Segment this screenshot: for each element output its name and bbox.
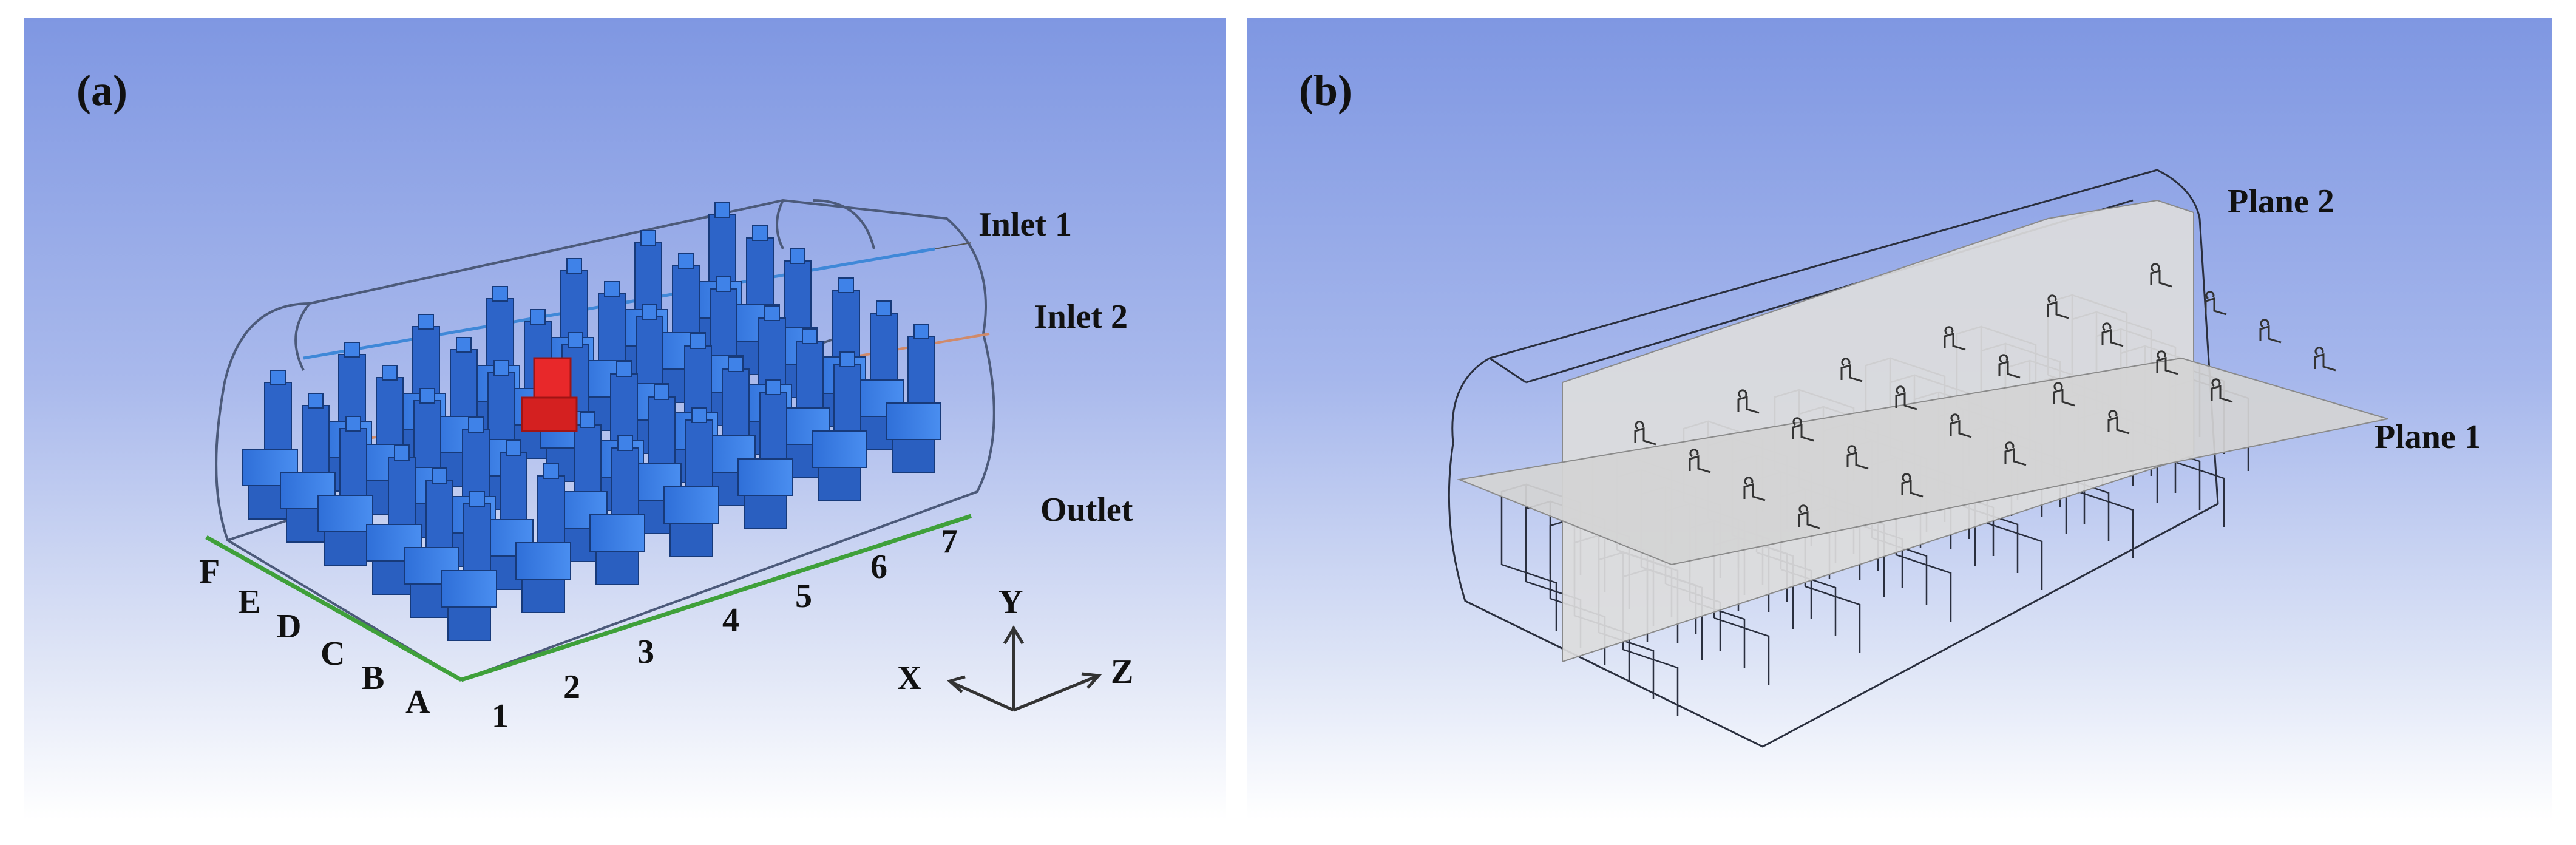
manikin-marker [2053,382,2075,407]
plane-1-surface [1457,357,2388,566]
row-label-d: D [277,608,302,645]
row-label-f: F [199,553,220,591]
plane-1-label: Plane 1 [2374,418,2481,456]
highlighted-seat [521,357,578,432]
inlet-1-label: Inlet 1 [978,206,1072,243]
manikin-marker [1689,449,1711,473]
coordinate-axes [946,625,1102,712]
axis-label-z: Z [1111,653,1134,691]
manikin-marker [1840,358,1863,382]
axis-label-x: X [897,659,922,697]
seat [737,379,793,529]
row-label-c: C [320,635,345,673]
axis-label-y: Y [998,583,1023,621]
seat-grid [242,202,941,641]
seat [515,463,571,613]
manikin-marker [2107,410,2130,435]
manikin-marker [1737,389,1760,414]
manikin-marker [1895,385,1917,410]
column-label-7: 7 [941,523,958,560]
column-label-5: 5 [795,577,812,615]
manikin-marker [1743,477,1766,501]
panel-b-tag: (b) [1299,66,1352,115]
seat [404,468,459,618]
outlet-strip-left [205,535,463,682]
row-label-e: E [238,583,261,621]
seat [812,351,867,501]
manikin-marker [2211,378,2233,403]
column-label-2: 2 [563,668,580,706]
column-label-1: 1 [492,697,509,735]
manikin-marker [2259,319,2282,344]
plane-2-label: Plane 2 [2228,183,2334,220]
column-label-6: 6 [870,548,887,586]
panel-a-cabin-model: (a) Inlet 1 Inlet 2 Outlet F E D C B A 1… [24,18,1226,820]
column-label-3: 3 [637,633,654,671]
manikin-marker [1998,354,2021,379]
manikin-marker [1950,413,1972,438]
manikin-marker [1798,504,1820,529]
manikin-marker [2150,263,2172,288]
seat [441,491,497,641]
column-label-4: 4 [722,602,739,639]
planes-drawing [1448,169,2388,748]
manikin-marker [2047,294,2069,319]
manikin-marker [2314,347,2336,372]
seat [317,416,373,566]
panel-b-measurement-planes: (b) Plane 2 Plane 1 [1247,18,2552,820]
manikin-marker [1944,326,1966,351]
manikin-marker [2004,441,2027,466]
manikin-marker [2156,350,2178,375]
seat [663,407,719,557]
row-label-a: A [405,684,430,721]
outlet-label: Outlet [1040,491,1133,529]
seat [886,324,941,473]
cabin-model-drawing [205,199,1102,712]
manikin-marker [2101,322,2124,347]
row-label-b: B [362,659,385,697]
manikin-marker [1634,421,1656,446]
manikin-markers [1634,263,2336,529]
seat [366,445,422,595]
seat [589,435,645,585]
outlet-strip-right [460,514,972,682]
manikin-marker [1792,417,1814,442]
panel-a-tag: (a) [76,66,127,115]
manikin-marker [2205,291,2227,316]
manikin-marker [1846,445,1869,470]
inlet-2-label: Inlet 2 [1034,298,1128,336]
manikin-marker [1901,473,1924,498]
